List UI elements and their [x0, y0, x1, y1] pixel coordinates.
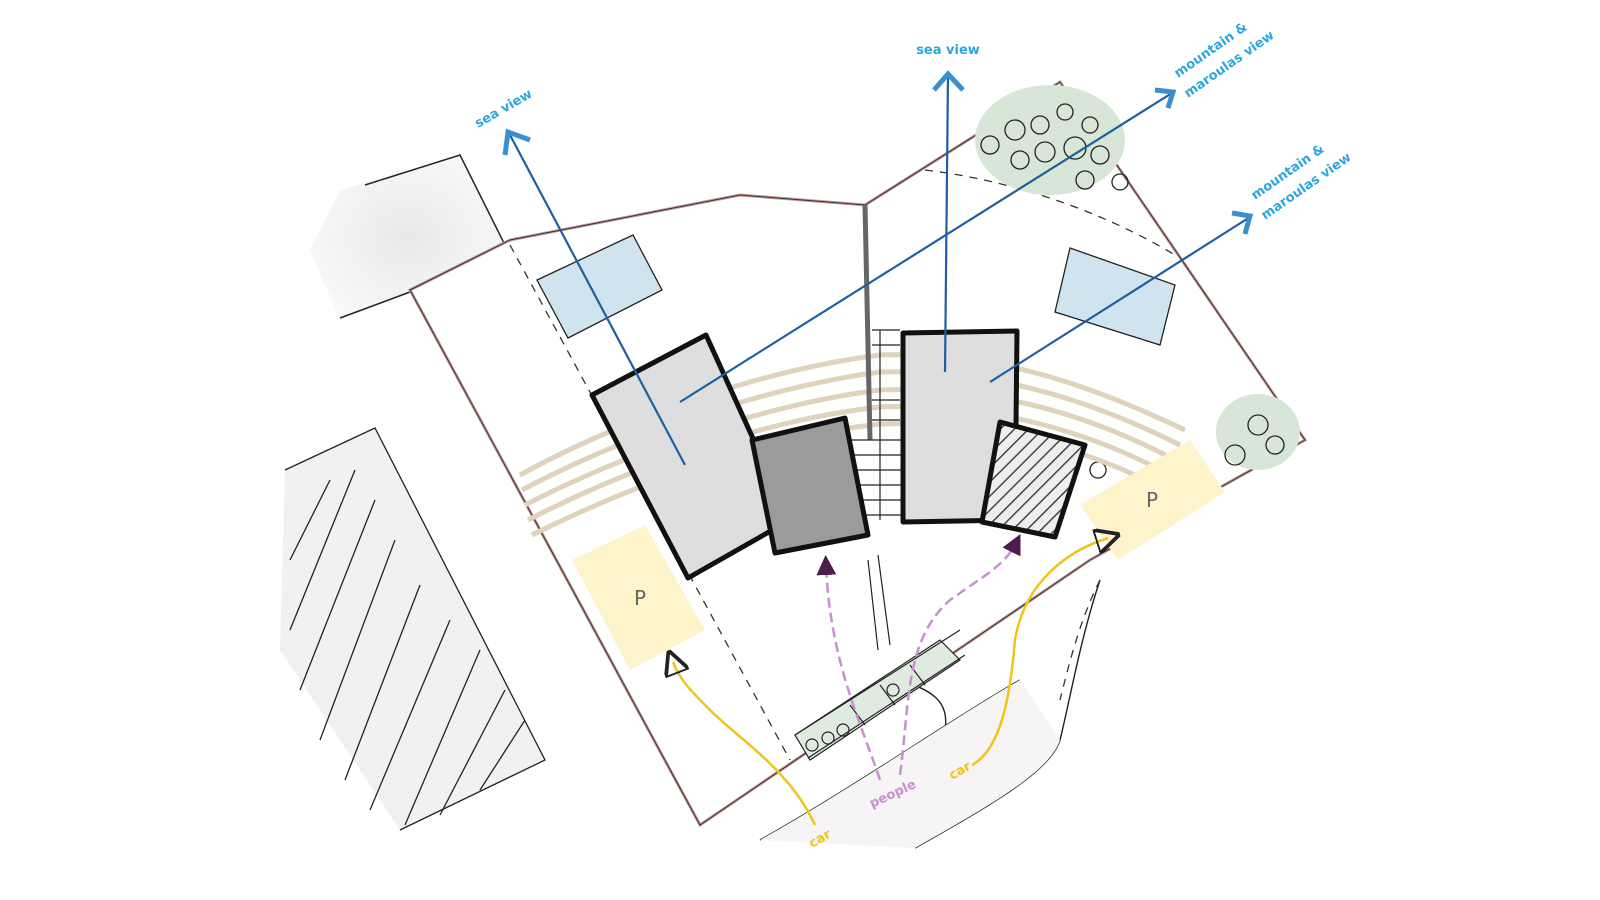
car-arrows: [673, 538, 1108, 826]
neighbour-building-hatched: [280, 428, 545, 830]
central-wall: [862, 204, 873, 441]
neighbour-building-top: [310, 155, 505, 320]
parking-left: [572, 525, 705, 670]
neighbour-hatch-lines: [284, 427, 546, 831]
sea-view-arrow-left: [509, 134, 686, 466]
mountain-view-arrow-right: [989, 216, 1251, 383]
view-arrows: [502, 70, 1254, 466]
sea-view-label-center: sea view: [916, 43, 980, 58]
parking-right-label: P: [1146, 488, 1158, 512]
building-4: [979, 419, 1088, 540]
pool-left: [536, 234, 663, 339]
setback-lines: [509, 169, 1176, 761]
sea-view-arrow-center: [943, 74, 950, 373]
road-fill: [760, 680, 1060, 848]
building-2: [749, 415, 871, 556]
mountain-view-arrow-top: [679, 92, 1173, 403]
people-arrows: [816, 534, 1021, 781]
sea-view-label-left: sea view: [473, 87, 536, 132]
parking-left-label: P: [634, 586, 646, 610]
